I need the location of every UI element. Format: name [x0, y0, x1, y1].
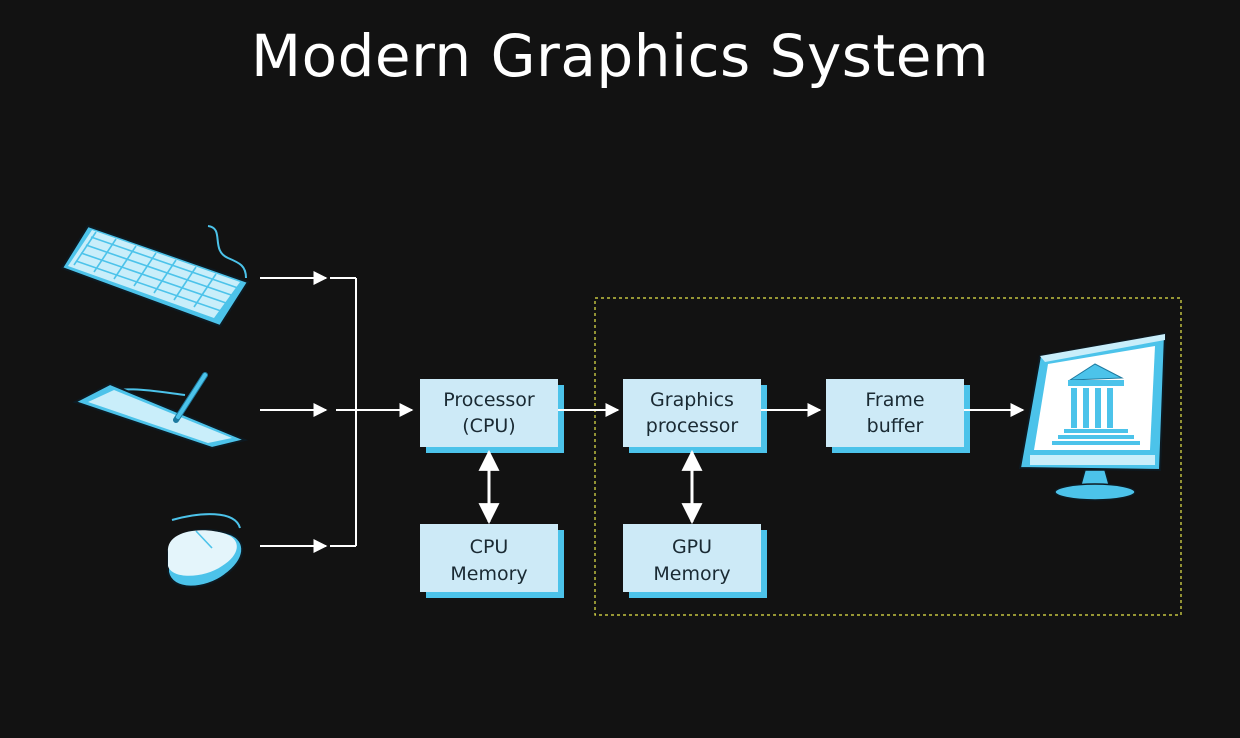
gpu-subsystem-region — [594, 297, 1182, 616]
input-bus — [260, 271, 414, 553]
drawing-tablet-icon — [72, 372, 249, 450]
flow-arrows — [478, 403, 1025, 525]
gpu-box-line2: processor — [646, 415, 739, 437]
gpu-memory-box: GPU Memory — [623, 524, 767, 598]
cpu-memory-line2: Memory — [450, 563, 527, 585]
gpu-memory-line1: GPU — [672, 536, 712, 558]
cpu-box-line1: Processor — [443, 389, 535, 411]
page-title: Modern Graphics System — [251, 22, 989, 90]
frame-buffer-line1: Frame — [865, 389, 924, 411]
keyboard-icon — [60, 224, 250, 328]
frame-buffer-box: Frame buffer — [826, 379, 970, 453]
monitor-icon — [1018, 332, 1167, 501]
cpu-box: Processor (CPU) — [420, 379, 564, 453]
cpu-memory-box: CPU Memory — [420, 524, 564, 598]
frame-buffer-line2: buffer — [867, 415, 924, 437]
cpu-box-line2: (CPU) — [462, 415, 515, 437]
gpu-box-line1: Graphics — [650, 389, 734, 411]
cpu-memory-line1: CPU — [470, 536, 509, 558]
gpu-memory-line2: Memory — [653, 563, 730, 585]
graphics-processor-box: Graphics processor — [623, 379, 767, 453]
mouse-icon — [166, 513, 244, 588]
